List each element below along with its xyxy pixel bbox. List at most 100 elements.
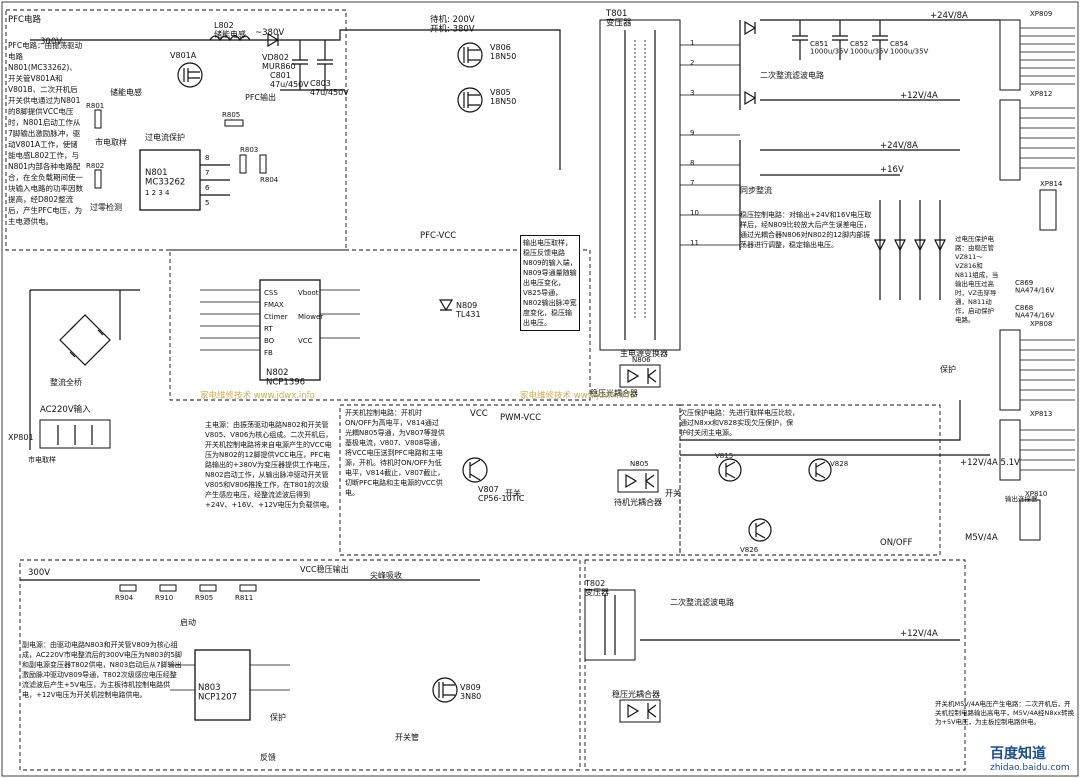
xp814-label: XP814 bbox=[1040, 180, 1063, 188]
xp812-connector[interactable]: XP812 bbox=[999, 90, 1075, 181]
m5v-label: M5V/4A bbox=[965, 533, 998, 543]
ocp-label: 过电流保护 bbox=[145, 132, 185, 142]
xp810-connector[interactable]: XP810 bbox=[1019, 490, 1047, 541]
standby-ctrl-desc: 开关机控制电路：开机时ON/OFF为高电平，V814通过光耦N805导通，为V8… bbox=[345, 409, 445, 497]
r803-label: R803 bbox=[240, 146, 258, 154]
rail-300v-2: 300V bbox=[28, 568, 50, 578]
main-ic-desc-box: 主电源：由振荡驱动电路N802和开关管V805、V806为核心组成。二次开机后，… bbox=[205, 421, 334, 509]
svg-text:7: 7 bbox=[205, 169, 209, 177]
v815-label: V815 bbox=[715, 452, 733, 460]
xp801-connector[interactable]: XP801 bbox=[8, 419, 111, 449]
svg-text:8: 8 bbox=[690, 159, 694, 167]
ocp-desc: 欠压保护电路：先进行取样电压比较，通过N8xx和V828实现欠压保护，保护时关闭… bbox=[680, 409, 799, 437]
svg-text:RT: RT bbox=[264, 325, 273, 333]
v826-label: V826 bbox=[740, 546, 759, 554]
baidu-logo-sub: zhidao.baidu.com bbox=[990, 763, 1070, 773]
pfc-out-label: PFC输出 bbox=[245, 92, 276, 102]
svg-text:Vboot: Vboot bbox=[298, 289, 319, 297]
feedback-desc: 稳压控制电路：对输出+24V和16V电压取样后，经N809比较放大后产生误差电压… bbox=[740, 211, 872, 249]
xp812-label: XP812 bbox=[1030, 90, 1052, 98]
sync-label: 同步整流 bbox=[740, 185, 772, 195]
sw-tube-label: 开关管 bbox=[395, 732, 419, 742]
v826-transistor: V826 bbox=[740, 518, 772, 554]
r904-label: R904 bbox=[115, 594, 134, 602]
rail-24v-mid: +24V/8A bbox=[880, 141, 918, 151]
vcc-label: VCC bbox=[470, 409, 488, 419]
standby-out-box: 开关机M5V/4A电压产生电路：二次开机后，开关机控制电路输出高电平，M5V/4… bbox=[935, 700, 1074, 726]
ovp-desc-box: 过电压保护电路：由稳压管VZ811～VZ816和N811组成，当输出电压过高时，… bbox=[955, 235, 999, 324]
ac-input-label: AC220V输入 bbox=[40, 404, 91, 415]
svg-text:Mlower: Mlower bbox=[298, 313, 323, 321]
xp813-connector[interactable]: XP813 bbox=[999, 410, 1075, 481]
misc-resistors: R904 R910 R905 R811 bbox=[115, 584, 257, 602]
main-driver-region bbox=[169, 249, 591, 401]
xp809-label: XP809 bbox=[1030, 10, 1052, 18]
zero-detect-label: 过零检测 bbox=[90, 202, 122, 212]
xp808-connector[interactable]: XP808 bbox=[999, 320, 1075, 411]
protection-region bbox=[679, 404, 941, 556]
r801-label: R801 bbox=[86, 102, 104, 110]
n806-label: N806 bbox=[632, 356, 651, 364]
pfc-region bbox=[5, 9, 347, 251]
rail-12v: +12V/4A bbox=[900, 91, 938, 101]
pfc-vcc-label: PFC-VCC bbox=[420, 231, 456, 241]
rectifier-desc: 市电取样 bbox=[28, 456, 56, 464]
rail-380v: ~380V bbox=[255, 28, 284, 38]
svg-text:Ctimer: Ctimer bbox=[264, 313, 288, 321]
on-off-label: ON/OFF bbox=[880, 538, 912, 548]
svg-text:9: 9 bbox=[690, 129, 694, 137]
feedback-desc-box: 稳压控制电路：对输出+24V和16V电压取样后，经N809比较放大后产生误差电压… bbox=[740, 211, 872, 249]
rail-12v-2: +12V/4A bbox=[900, 629, 938, 639]
xp814-connector[interactable]: XP814 bbox=[1039, 180, 1063, 231]
v801-mosfet: V801A bbox=[170, 51, 203, 88]
feedback-opto-label: 稳压光耦合器 bbox=[590, 388, 638, 398]
secondary-rectifier: 二次整流滤波电路 同步整流 bbox=[739, 20, 824, 250]
fb-loop-box: 输出电压取样，稳压反馈电路N809的输入端，N809导通量随输出电压变化，V82… bbox=[520, 235, 580, 331]
r802-label: R802 bbox=[86, 162, 104, 170]
rail-16v: +16V bbox=[880, 165, 904, 175]
svg-text:8: 8 bbox=[205, 154, 209, 162]
xp809-connector[interactable]: XP809 bbox=[999, 10, 1075, 91]
watermark-2: 家电维修技术 www.jdwx.info bbox=[520, 390, 635, 401]
v828-transistor: V828 bbox=[808, 458, 848, 482]
svg-text:2: 2 bbox=[690, 59, 694, 67]
svg-text:1 2 3 4: 1 2 3 4 bbox=[145, 189, 170, 197]
svg-text:BO: BO bbox=[264, 337, 275, 345]
watermark-1: 家电维修技术 www.jdwx.info bbox=[200, 390, 315, 401]
r804-label: R804 bbox=[260, 176, 279, 184]
standby-secondary-region bbox=[584, 559, 966, 771]
standby-mark-2: 开关 bbox=[505, 488, 521, 498]
rectifier-desc-box: 市电取样 bbox=[28, 456, 56, 464]
rail-300v: 300V bbox=[40, 37, 62, 47]
standby-power-box: 副电源：由驱动电路N803和开关管V809为核心组成，AC220V市电整流后的3… bbox=[22, 641, 182, 699]
ocp-desc-box: 欠压保护电路：先进行取样电压比较，通过N8xx和V828实现欠压保护，保护时关闭… bbox=[680, 409, 799, 437]
bridge-rectifier: 整流全桥 bbox=[50, 314, 111, 387]
svg-text:FMAX: FMAX bbox=[264, 301, 284, 309]
ovp-desc: 过电压保护电路：由稳压管VZ811～VZ816和N811组成，当输出电压过高时，… bbox=[955, 235, 999, 324]
v801-label: V801A bbox=[170, 51, 197, 60]
r905-label: R905 bbox=[195, 594, 213, 602]
